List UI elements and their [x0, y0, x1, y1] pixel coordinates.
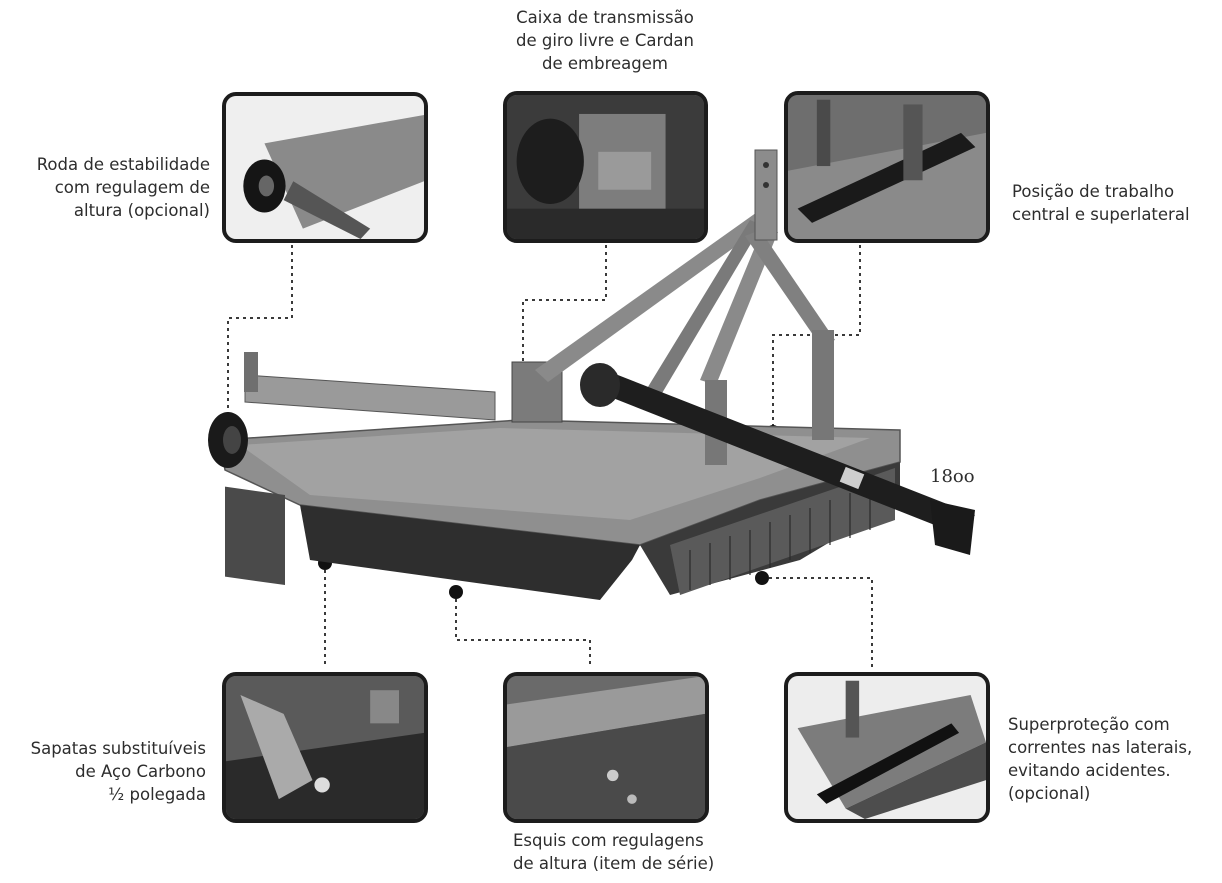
callout-chains-line: correntes nas laterais, [1008, 738, 1193, 757]
model-label: 18oo [930, 466, 975, 487]
connector-skis [455, 592, 591, 668]
connector-chains [762, 577, 873, 668]
callout-chain-guard: Superproteção com correntes nas laterais… [1008, 713, 1218, 805]
callout-skis-line: Esquis com regulagens [513, 831, 704, 850]
callout-position-line: Posição de trabalho [1012, 182, 1175, 201]
callout-gearbox-line: de giro livre e Cardan [515, 31, 694, 50]
photo-working-position [784, 91, 990, 243]
callout-shoes-line: de Aço Carbono [75, 762, 206, 781]
callout-position-line: central e superlateral [1012, 205, 1190, 224]
callout-wheel-line: com regulagem de [54, 178, 210, 197]
dot-chains [755, 571, 769, 585]
callout-gearbox-line: de embreagem [542, 54, 668, 73]
callout-working-position: Posição de trabalho central e superlater… [1012, 180, 1220, 226]
callout-gearbox-line: Caixa de transmissão [516, 8, 694, 27]
photo-gearbox [503, 91, 708, 243]
callout-wheel-line: Roda de estabilidade [36, 155, 210, 174]
photo-chain-guard [784, 672, 990, 823]
callout-skis: Esquis com regulagens de altura (item de… [513, 829, 753, 875]
callout-skis-line: de altura (item de série) [513, 854, 715, 873]
callout-shoes-line: ½ polegada [108, 785, 206, 804]
callout-chains-line: (opcional) [1008, 784, 1091, 803]
photo-stability-wheel [222, 92, 428, 243]
callout-chains-line: Superproteção com [1008, 715, 1170, 734]
callout-stability-wheel: Roda de estabilidade com regulagem de al… [0, 153, 210, 222]
photo-skis [503, 672, 709, 823]
callout-shoes-line: Sapatas substituíveis [30, 739, 206, 758]
connector-wheel [227, 245, 293, 448]
callout-gearbox: Caixa de transmissão de giro livre e Car… [498, 6, 712, 75]
callout-shoes: Sapatas substituíveis de Aço Carbono ½ p… [0, 737, 206, 806]
photo-shoes [222, 672, 428, 823]
callout-chains-line: evitando acidentes. [1008, 761, 1171, 780]
dot-skis [449, 585, 463, 599]
callout-wheel-line: altura (opcional) [73, 201, 210, 220]
